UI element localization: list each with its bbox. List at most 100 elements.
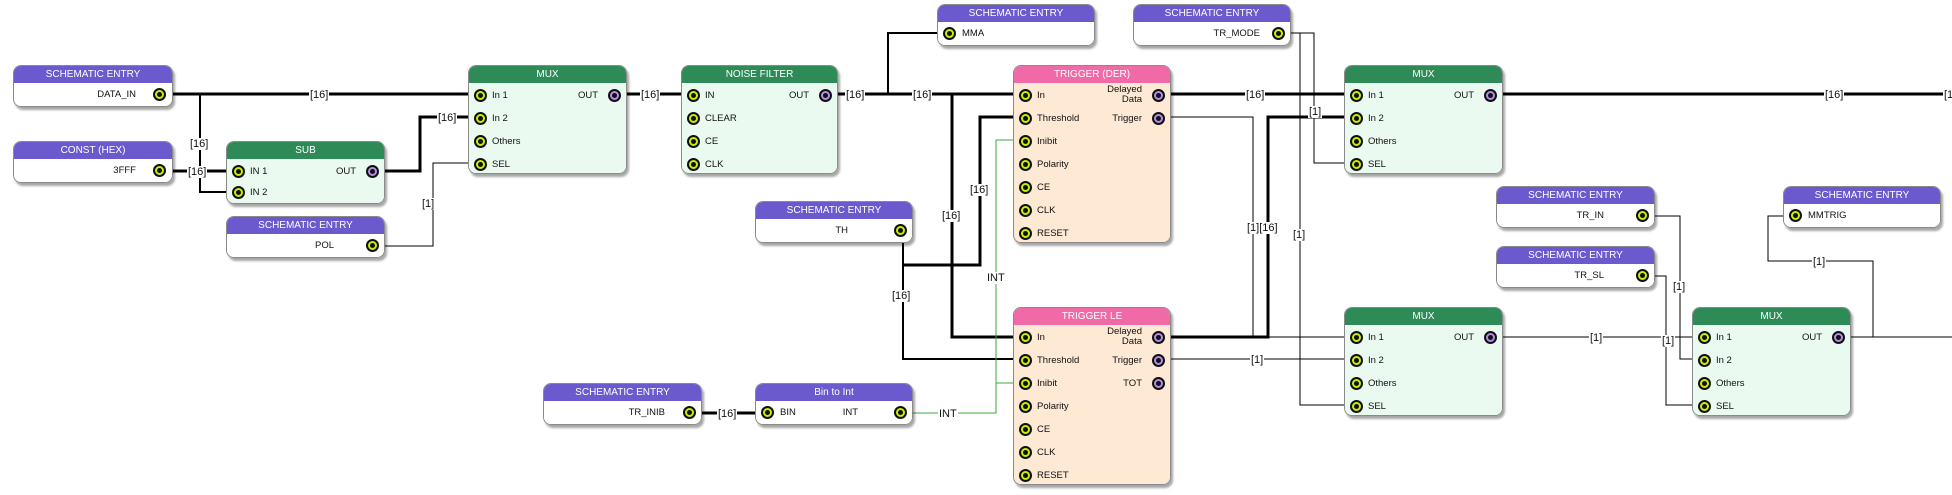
sub-block[interactable]: SUB IN 1 IN 2 OUT [226,141,385,204]
block-title: MUX [1345,308,1502,325]
entry-tr-in-block[interactable]: SCHEMATIC ENTRY TR_IN [1496,186,1655,228]
input-pin-icon[interactable] [1019,135,1032,148]
output-pin-icon[interactable] [366,239,379,252]
input-pin-icon[interactable] [687,112,700,125]
pin-label: Threshold [1037,355,1080,366]
pin-label: In 1 [1716,332,1732,343]
wire-label: [16] [845,89,866,101]
pin-label: OUT [1453,90,1474,101]
block-title: SCHEMATIC ENTRY [1497,247,1654,264]
input-pin-icon[interactable] [1350,112,1363,125]
input-pin-icon[interactable] [232,165,245,178]
output-pin-icon[interactable] [894,224,907,237]
output-pin-icon[interactable] [1832,331,1845,344]
output-pin-icon[interactable] [366,165,379,178]
output-pin-icon[interactable] [1152,331,1165,344]
entry-mma-block[interactable]: SCHEMATIC ENTRY MMA [937,4,1095,46]
output-pin-icon[interactable] [683,406,696,419]
mux4-block[interactable]: MUX In 1 In 2 Others SEL OUT [1692,307,1851,416]
input-pin-icon[interactable] [1350,400,1363,413]
entry-data-in-block[interactable]: SCHEMATIC ENTRY DATA_IN [13,65,173,107]
pin-label: In 2 [1716,355,1732,366]
wire-label: [1] [1661,335,1676,347]
input-pin-icon[interactable] [1698,354,1711,367]
block-title: TRIGGER (DER) [1014,66,1170,83]
input-pin-icon[interactable] [1019,400,1032,413]
input-pin-icon[interactable] [1698,400,1711,413]
entry-tr-inib-block[interactable]: SCHEMATIC ENTRY TR_INIB [543,383,702,425]
input-pin-icon[interactable] [1350,354,1363,367]
output-pin-icon[interactable] [1152,377,1165,390]
pin-label: In 2 [492,113,508,124]
output-pin-icon[interactable] [1272,27,1285,40]
pin-label: CLEAR [705,113,737,124]
noise-filter-block[interactable]: NOISE FILTER IN CLEAR CE CLK OUT [681,65,838,174]
output-pin-icon[interactable] [1152,112,1165,125]
mux3-block[interactable]: MUX In 1 In 2 Others SEL OUT [1344,307,1503,416]
input-pin-icon[interactable] [1698,331,1711,344]
input-pin-icon[interactable] [1350,331,1363,344]
input-pin-icon[interactable] [1019,181,1032,194]
entry-mmtrig-block[interactable]: SCHEMATIC ENTRY MMTRIG [1783,186,1941,228]
trigger-der-block[interactable]: TRIGGER (DER) In Threshold Inibit Polari… [1013,65,1171,243]
input-pin-icon[interactable] [1019,469,1032,482]
trigger-le-block[interactable]: TRIGGER LE In Threshold Inibit Polarity … [1013,307,1171,485]
input-pin-icon[interactable] [1019,204,1032,217]
output-pin-icon[interactable] [1152,354,1165,367]
wire-label: [16] [187,166,208,178]
input-pin-icon[interactable] [1019,331,1032,344]
wire-label: [16] [969,184,990,196]
output-pin-icon[interactable] [1636,269,1649,282]
pin-label: CE [705,136,719,147]
input-pin-icon[interactable] [1019,446,1032,459]
input-pin-icon[interactable] [687,158,700,171]
input-pin-icon[interactable] [474,112,487,125]
input-pin-icon[interactable] [1019,423,1032,436]
input-pin-icon[interactable] [761,406,774,419]
input-pin-icon[interactable] [1019,227,1032,240]
input-pin-icon[interactable] [1350,89,1363,102]
output-pin-icon[interactable] [153,88,166,101]
output-pin-icon[interactable] [1484,89,1497,102]
input-pin-icon[interactable] [1350,377,1363,390]
entry-value: TH [835,225,848,236]
output-pin-icon[interactable] [1152,89,1165,102]
const-hex-block[interactable]: CONST (HEX) 3FFF [13,141,173,183]
input-pin-icon[interactable] [1019,354,1032,367]
output-pin-icon[interactable] [894,406,907,419]
input-pin-icon[interactable] [474,135,487,148]
entry-pol-block[interactable]: SCHEMATIC ENTRY POL [226,216,385,258]
output-pin-icon[interactable] [819,89,832,102]
wire-label: [1] [1589,332,1604,344]
input-pin-icon[interactable] [1698,377,1711,390]
input-pin-icon[interactable] [1350,135,1363,148]
entry-th-block[interactable]: SCHEMATIC ENTRY TH [755,201,913,243]
output-pin-icon[interactable] [1636,209,1649,222]
block-title: NOISE FILTER [682,66,837,83]
input-pin-icon[interactable] [474,158,487,171]
input-pin-icon[interactable] [943,27,956,40]
input-pin-icon[interactable] [1019,158,1032,171]
mux2-block[interactable]: MUX In 1 In 2 Others SEL OUT [1344,65,1503,174]
bin-to-int-block[interactable]: Bin to Int BIN INT [755,383,913,425]
pin-label: In 1 [1368,332,1384,343]
input-pin-icon[interactable] [232,186,245,199]
entry-tr-mode-block[interactable]: SCHEMATIC ENTRY TR_MODE [1133,4,1291,46]
input-pin-icon[interactable] [1019,377,1032,390]
input-pin-icon[interactable] [1350,158,1363,171]
output-pin-icon[interactable] [153,164,166,177]
mux1-block[interactable]: MUX In 1 In 2 Others SEL OUT [468,65,627,174]
input-pin-icon[interactable] [1789,209,1802,222]
entry-tr-sl-block[interactable]: SCHEMATIC ENTRY TR_SL [1496,246,1655,288]
output-pin-icon[interactable] [1484,331,1497,344]
input-pin-icon[interactable] [687,135,700,148]
input-pin-icon[interactable] [474,89,487,102]
input-pin-icon[interactable] [1019,112,1032,125]
wire-label: [16] [912,89,933,101]
input-pin-icon[interactable] [687,89,700,102]
output-pin-icon[interactable] [608,89,621,102]
input-pin-icon[interactable] [1019,89,1032,102]
pin-label: In [1037,332,1045,343]
pin-label: Others [492,136,521,147]
